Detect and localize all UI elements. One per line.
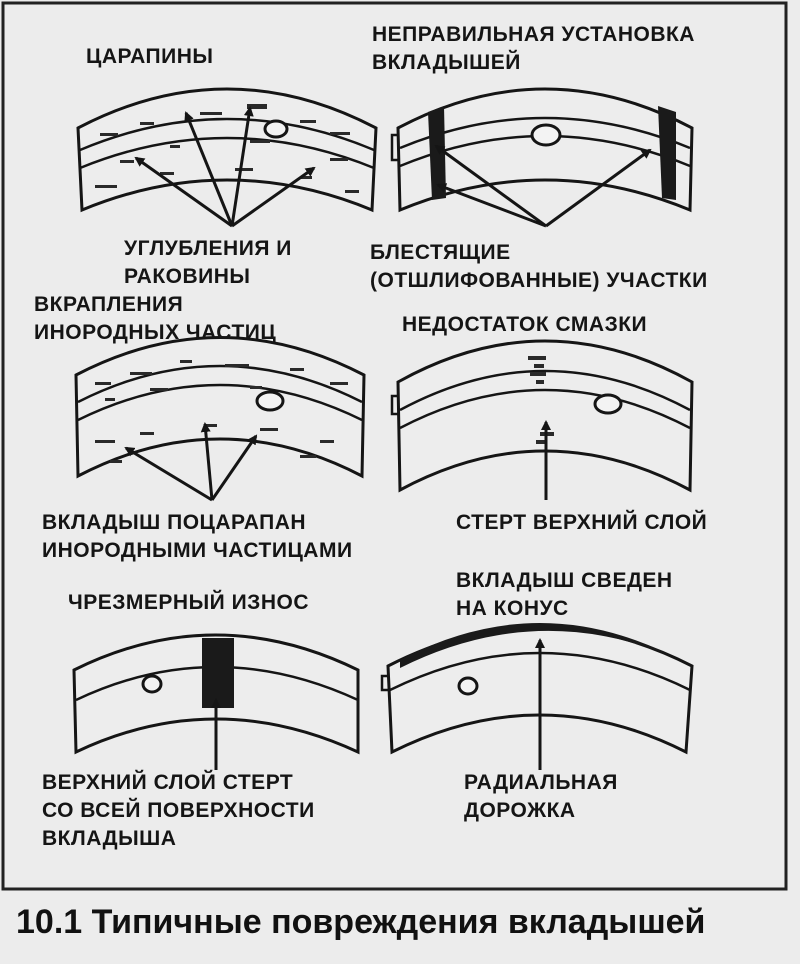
figure-caption: 10.1 Типичные повреждения вкладышей	[16, 903, 706, 941]
label-scratches: ЦАРАПИНЫ	[86, 45, 214, 68]
label-lubrication: НЕДОСТАТОК СМАЗКИ	[402, 313, 648, 336]
label-fullwear-1: ВЕРХНИЙ СЛОЙ СТЕРТ	[42, 771, 294, 794]
bearing-lubrication	[390, 339, 694, 500]
label-embedded-1: ВКРАПЛЕНИЯ	[34, 293, 184, 316]
label-misinstall-2: ВКЛАДЫШЕЙ	[372, 51, 521, 74]
label-scratched-1: ВКЛАДЫШ ПОЦАРАПАН	[42, 511, 307, 534]
label-taper-1: ВКЛАДЫШ СВЕДЕН	[456, 569, 673, 592]
label-worn-top: СТЕРТ ВЕРХНИЙ СЛОЙ	[456, 511, 708, 534]
label-fullwear-3: ВКЛАДЫША	[42, 827, 177, 850]
bearing-embedded	[74, 336, 366, 502]
label-radial-2: ДОРОЖКА	[464, 799, 576, 822]
label-scratched-2: ИНОРОДНЫМИ ЧАСТИЦАМИ	[42, 539, 353, 562]
label-misinstall-1: НЕПРАВИЛЬНАЯ УСТАНОВКА	[372, 23, 695, 46]
label-excess-wear: ЧРЕЗМЕРНЫЙ ИЗНОС	[68, 591, 309, 614]
label-radial-1: РАДИАЛЬНАЯ	[464, 771, 618, 794]
label-pits-2: РАКОВИНЫ	[124, 265, 251, 288]
figure-border	[1, 1, 788, 891]
label-taper-2: НА КОНУС	[456, 597, 569, 620]
label-shiny-1: БЛЕСТЯЩИЕ	[370, 241, 511, 264]
label-shiny-2: (ОТШЛИФОВАННЫЕ) УЧАСТКИ	[370, 269, 708, 292]
label-pits-1: УГЛУБЛЕНИЯ И	[124, 237, 292, 260]
label-embedded-2: ИНОРОДНЫХ ЧАСТИЦ	[34, 321, 277, 344]
bearing-excess-wear	[72, 633, 360, 770]
bearing-scratches	[76, 87, 378, 228]
bearing-misinstall	[390, 87, 694, 228]
label-fullwear-2: СО ВСЕЙ ПОВЕРХНОСТИ	[42, 799, 315, 822]
bearing-tapered	[380, 623, 694, 770]
